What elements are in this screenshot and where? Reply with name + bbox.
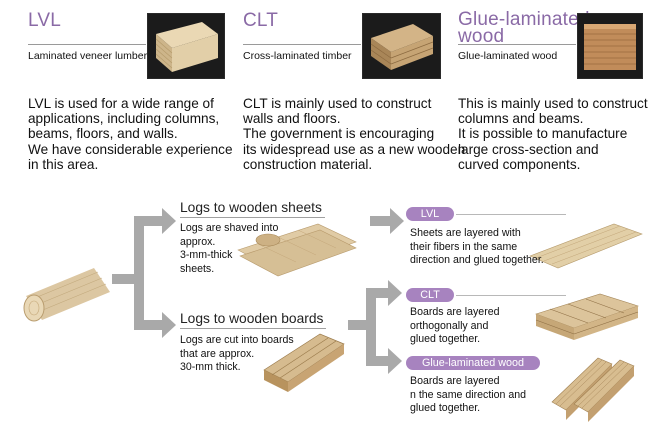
divider [456, 295, 566, 296]
step-title: Logs to wooden boards [180, 311, 324, 326]
product-description: LVL is used for a wide range of applicat… [28, 96, 233, 172]
label-badge: Glue-laminated wood [406, 356, 540, 370]
product-subtitle: Laminated veneer lumber [28, 50, 148, 62]
wooden-boards-illustration [263, 333, 345, 392]
label-badge: LVL [406, 207, 454, 221]
glulam-product-illustration [551, 357, 635, 422]
divider [180, 328, 326, 329]
lvl-product-illustration [529, 223, 643, 269]
clt-product-illustration [535, 293, 639, 340]
step-description: Logs are cut into boards that are approx… [180, 334, 294, 374]
log-illustration [23, 268, 110, 322]
wooden-sheets-illustration [237, 223, 357, 277]
product-title: Glue-laminated wood [458, 9, 590, 47]
divider [180, 217, 325, 218]
divider [28, 44, 146, 45]
product-description: This is mainly used to construct columns… [458, 96, 648, 172]
result-description: Boards are layered orthogonally and glue… [410, 306, 500, 346]
product-description: CLT is mainly used to construct walls an… [243, 96, 466, 172]
result-description: Sheets are layered with their fibers in … [410, 227, 544, 267]
divider [456, 214, 566, 215]
label-badge: CLT [406, 288, 454, 302]
clt-sample-photo [362, 13, 441, 79]
product-subtitle: Glue-laminated wood [458, 50, 558, 62]
product-subtitle: Cross-laminated timber [243, 50, 352, 62]
glulam-sample-photo [577, 13, 643, 79]
step-title: Logs to wooden sheets [180, 200, 322, 215]
product-title: LVL [28, 10, 61, 31]
product-title: CLT [243, 10, 279, 31]
divider [243, 44, 361, 45]
result-description: Boards are layered n the same direction … [410, 375, 527, 415]
divider [458, 44, 576, 45]
step-description: Logs are shaved into approx. 3-mm-thick … [180, 222, 279, 275]
lvl-sample-photo [147, 13, 225, 79]
